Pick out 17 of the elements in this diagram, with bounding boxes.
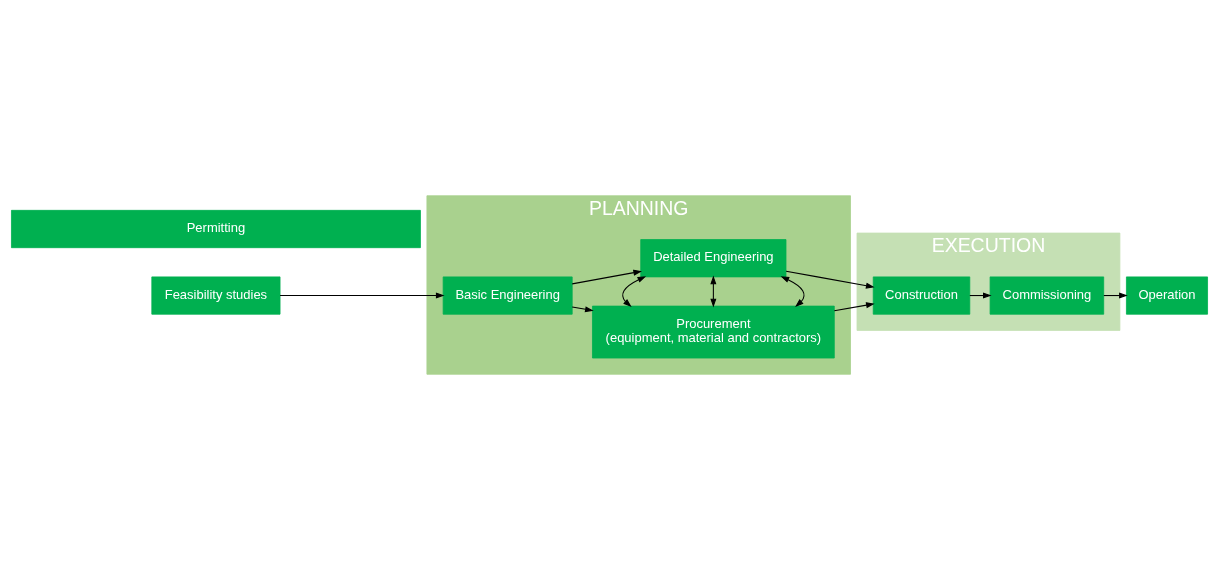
node-box: Basic Engineering (442, 276, 573, 315)
arrow (710, 275, 717, 308)
arrow (785, 270, 875, 289)
arrow (780, 276, 805, 307)
arrow (833, 302, 875, 312)
arrow (279, 292, 445, 299)
node-box: Operation (1126, 276, 1208, 315)
node-box: Permitting (11, 209, 421, 249)
node-box: Feasibility studies (151, 276, 281, 315)
arrow (571, 269, 642, 285)
node-box: Procurement (equipment, material and contractors) (592, 305, 835, 359)
node-box: Detailed Engineering (640, 239, 787, 278)
node-box: Construction (872, 276, 971, 315)
node-box: Commissioning (989, 276, 1105, 315)
arrow (969, 292, 992, 299)
arrow (622, 276, 647, 307)
arrow (571, 306, 594, 313)
